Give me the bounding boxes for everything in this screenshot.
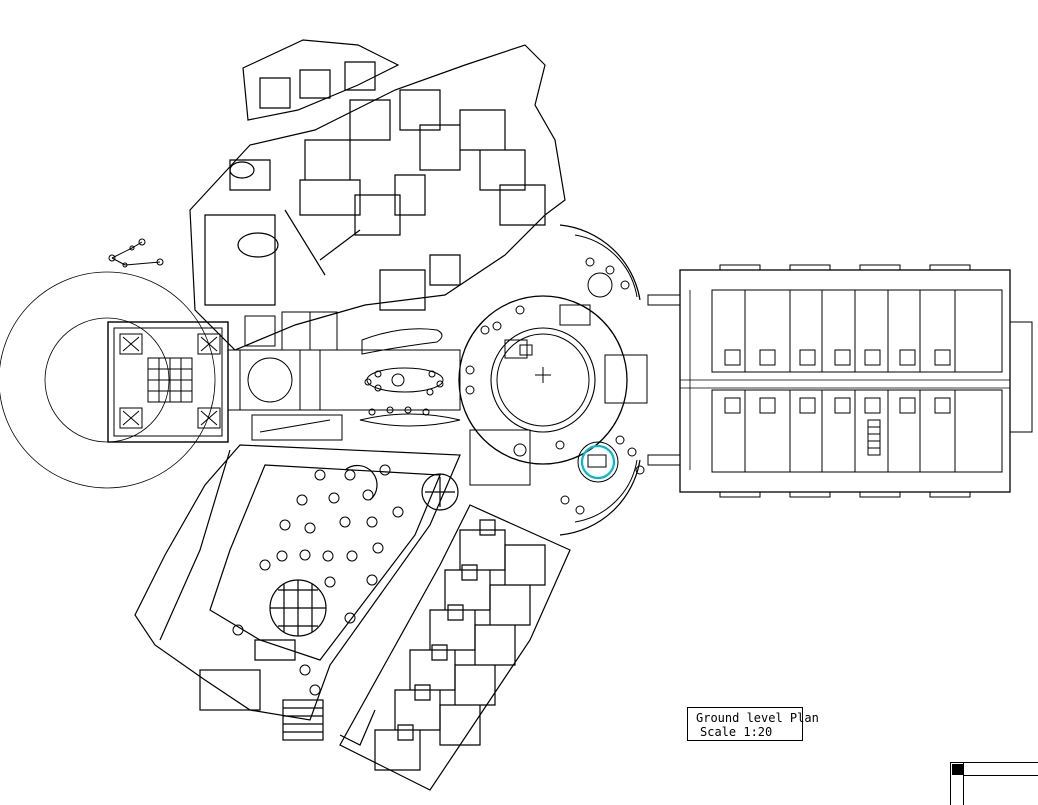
drawing-scale: Scale 1:20 — [700, 725, 773, 739]
title-block-corner — [950, 762, 1038, 805]
lobby-seating — [359, 328, 461, 427]
east-wing — [647, 264, 1033, 498]
restaurant-tables — [232, 464, 404, 696]
northwest-wing — [189, 39, 566, 351]
drawing-title-block: Ground level Plan Scale 1:20 — [687, 707, 819, 741]
entrance-block — [0, 271, 461, 489]
south-wing — [339, 504, 571, 791]
survey-markers — [108, 238, 164, 268]
corner-marker-icon — [952, 764, 963, 775]
lounge-furniture — [465, 257, 645, 515]
southwest-wing — [134, 444, 461, 741]
drawing-title: Ground level Plan — [696, 711, 819, 725]
central-rotunda — [458, 224, 648, 536]
